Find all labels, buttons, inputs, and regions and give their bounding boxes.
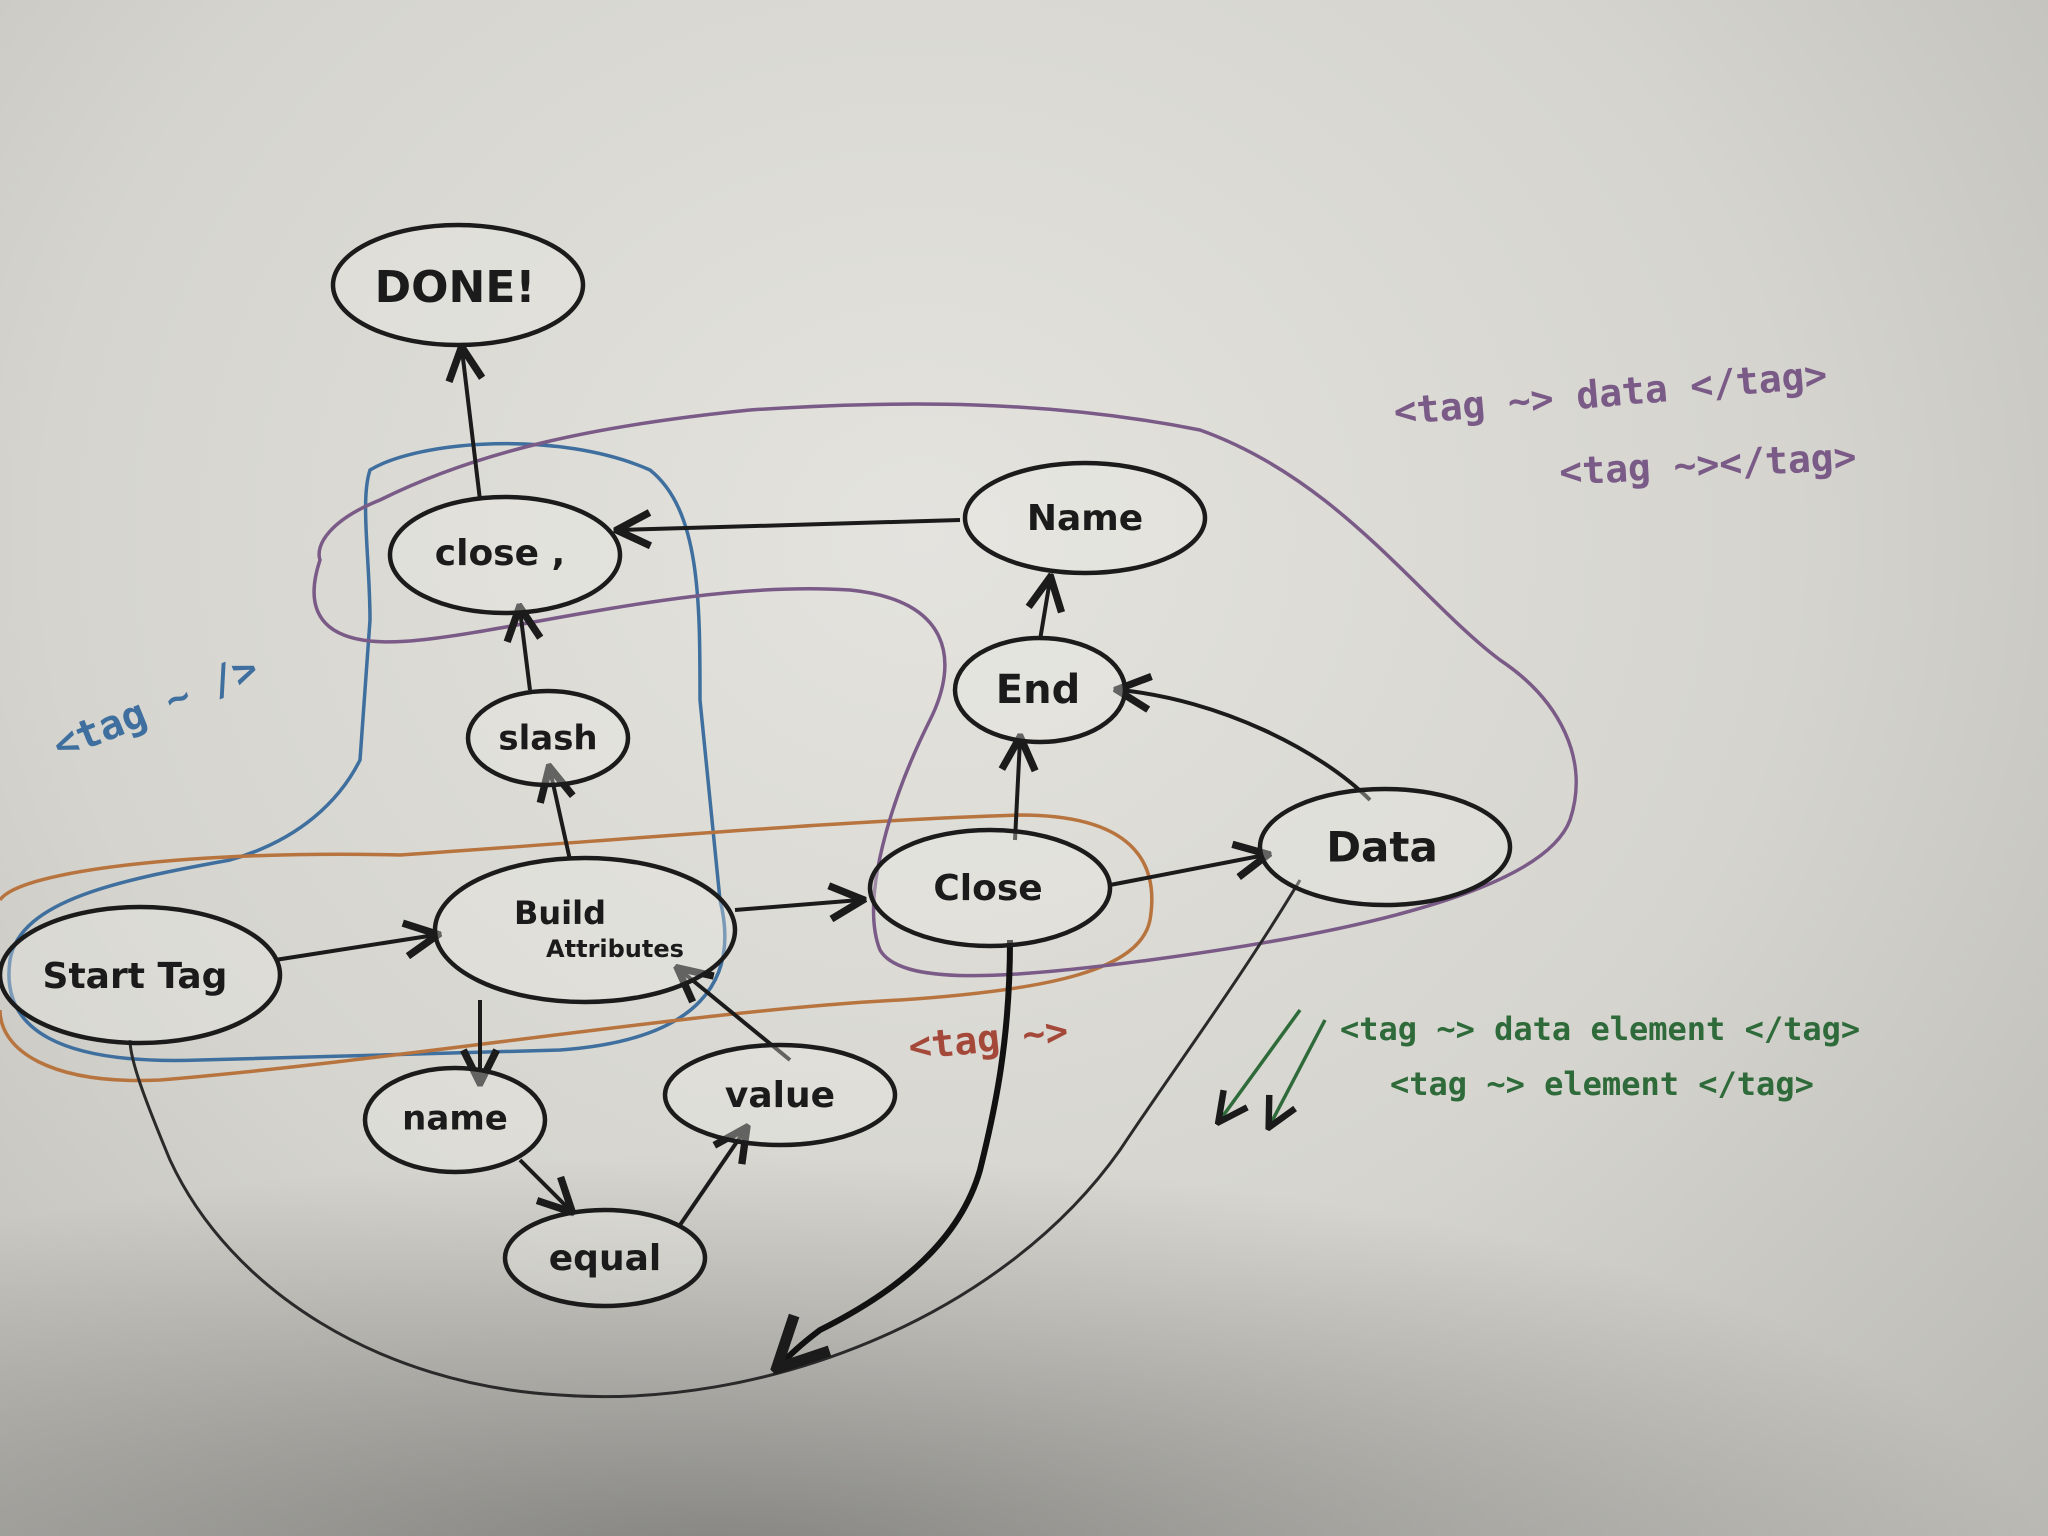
blue-group-loop xyxy=(7,441,727,1063)
node-build xyxy=(432,855,738,1005)
edge-build-to-close xyxy=(734,900,860,910)
label-slash: slash xyxy=(498,719,597,759)
purple-group-loop xyxy=(312,402,1578,978)
label-value: value xyxy=(725,1075,835,1116)
node-name-bottom xyxy=(362,1065,548,1175)
label-data: Data xyxy=(1326,823,1438,872)
bottom-loop xyxy=(128,879,1302,1399)
nodes xyxy=(0,222,1513,1309)
label-name-top: Name xyxy=(1027,498,1143,539)
thick-black-arrow xyxy=(780,939,1013,1365)
edge-close-to-end xyxy=(1015,740,1020,841)
node-name-top xyxy=(962,460,1208,576)
node-data xyxy=(1257,786,1513,908)
edge-end-to-name xyxy=(1040,580,1050,641)
label-end: End xyxy=(996,667,1080,713)
edge-close-to-done xyxy=(462,350,480,501)
node-slash xyxy=(465,688,631,788)
photo-shadow xyxy=(0,900,2048,1536)
label-name-bottom: name xyxy=(402,1099,508,1139)
label-start-tag: Start Tag xyxy=(43,956,228,997)
annotation-purple-line2: <tag ~></tag> xyxy=(1558,434,1857,494)
label-close-mid: Close xyxy=(933,868,1042,909)
annotation-green-line2: <tag ~> element </tag> xyxy=(1390,1065,1814,1103)
label-close-top: close , xyxy=(435,533,565,574)
green-arrow-2 xyxy=(1270,1019,1327,1125)
node-equal xyxy=(502,1207,708,1309)
edge-slash-to-close xyxy=(520,610,530,691)
green-arrow-1 xyxy=(1220,1008,1302,1120)
label-build-line1: Build xyxy=(514,894,606,932)
node-end xyxy=(952,635,1128,745)
label-build-line2: Attributes xyxy=(546,935,684,963)
node-done xyxy=(330,222,586,348)
node-start-tag xyxy=(0,904,283,1046)
label-equal: equal xyxy=(549,1238,661,1279)
edge-name-to-close xyxy=(620,520,961,530)
edge-start-to-build xyxy=(274,935,435,962)
edge-close-to-data xyxy=(1109,855,1265,887)
edge-data-to-end xyxy=(1120,690,1372,802)
orange-group-loop xyxy=(0,813,1154,1083)
node-close-top xyxy=(387,494,623,616)
annotation-green-line1: <tag ~> data element </tag> xyxy=(1340,1010,1860,1048)
node-value xyxy=(662,1042,898,1148)
annotation-purple-line1: <tag ~> data </tag> xyxy=(1392,352,1829,434)
annotation-blue: <tag ~ /> xyxy=(47,645,265,769)
edges xyxy=(274,350,1372,1227)
label-done: DONE! xyxy=(375,262,536,313)
edge-name-to-equal xyxy=(518,1158,570,1210)
node-close-mid xyxy=(867,827,1113,949)
green-arrows xyxy=(1220,1008,1327,1125)
edge-equal-to-value xyxy=(678,1130,745,1227)
